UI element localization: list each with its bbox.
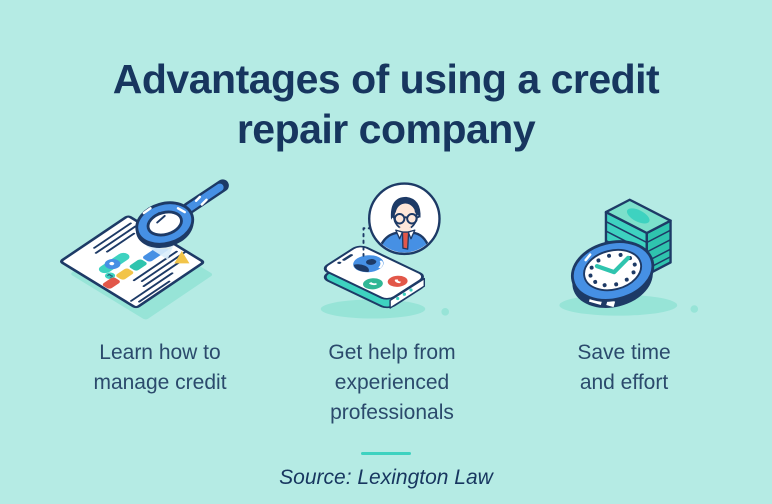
benefit-caption: Save time and effort <box>577 341 671 394</box>
clock-money-stack-icon <box>559 198 699 316</box>
page-title: Advantages of using a credit repair comp… <box>112 56 660 152</box>
clock <box>570 240 655 308</box>
benefit-caption: Learn how to manage credit <box>93 341 227 394</box>
benefit-caption: Get help from experienced professionals <box>328 341 456 424</box>
benefit-item-help: Get help from experienced professionals <box>276 176 508 428</box>
credit-report-magnifier-icon: 3 <box>59 179 229 320</box>
benefits-row: 3 <box>44 176 740 428</box>
call-answer-button <box>362 278 383 290</box>
call-decline-button <box>387 275 408 287</box>
clock-hands <box>594 255 631 275</box>
connector-dashed-line <box>362 227 373 257</box>
benefit-item-save: Save time and effort <box>508 176 740 428</box>
phone-shadow <box>320 299 449 319</box>
phone-support-agent-icon <box>320 182 449 319</box>
magnifying-glass <box>135 179 229 249</box>
support-agent-avatar <box>368 182 441 256</box>
svg-text:3: 3 <box>106 273 115 279</box>
divider <box>361 452 411 455</box>
credit-report-document: 3 <box>59 215 205 309</box>
benefit-item-learn: 3 <box>44 176 276 428</box>
source-attribution: Source: Lexington Law <box>279 466 493 489</box>
phone <box>323 245 424 300</box>
